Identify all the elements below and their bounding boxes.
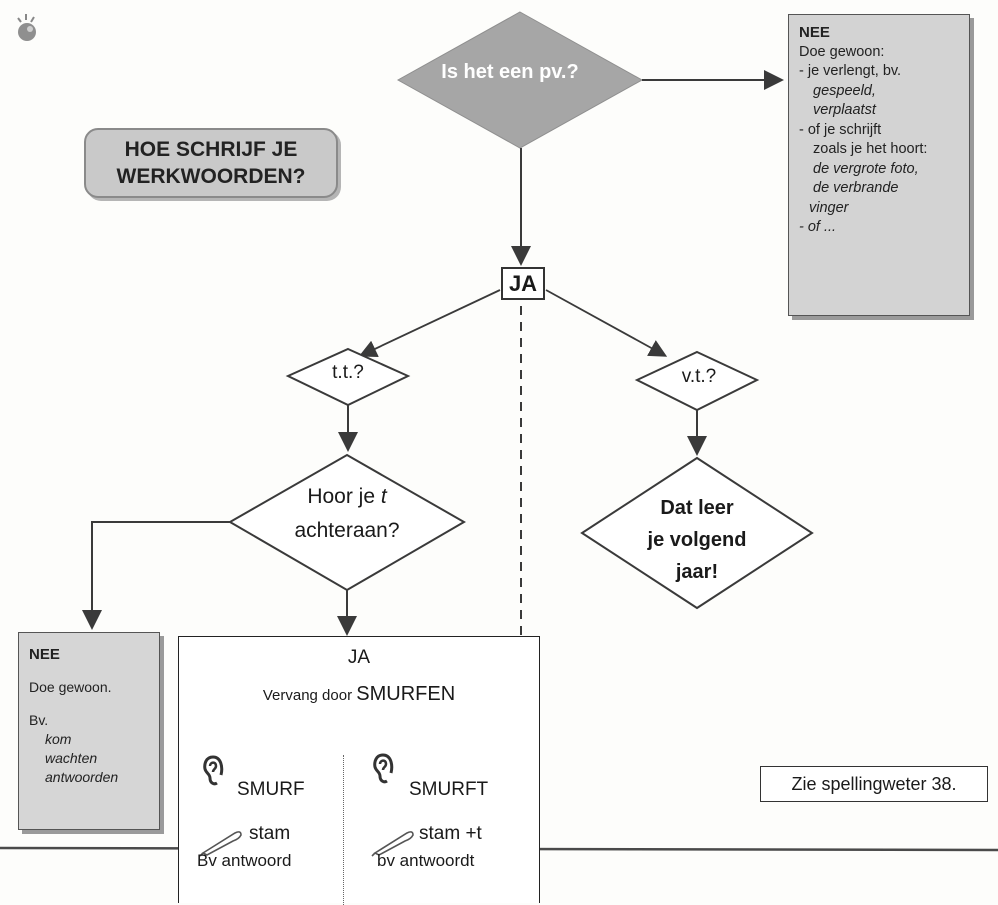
nee-top-line: - of ... bbox=[799, 219, 837, 235]
reference-box: Zie spellingweter 38. bbox=[760, 766, 988, 802]
nee-left-text: Doe gewoon. bbox=[29, 679, 112, 695]
nee-top-line: vinger bbox=[809, 199, 849, 216]
vt-question: v.t.? bbox=[681, 366, 717, 387]
nee-top-line: de vergrote foto, bbox=[813, 160, 919, 177]
nee-left-example: antwoorden bbox=[45, 769, 119, 785]
tt-question: t.t.? bbox=[332, 362, 364, 383]
dat-leer-text: Dat leer je volgend jaar! bbox=[582, 492, 812, 588]
dat-leer-line: Dat leer bbox=[660, 497, 734, 519]
left-example: Bv antwoord bbox=[197, 851, 292, 870]
nee-top-line: - of je schrijft bbox=[799, 121, 882, 138]
pen-icon bbox=[371, 831, 414, 857]
arrow-ja-to-vt bbox=[545, 289, 668, 357]
ear-icon bbox=[373, 753, 394, 784]
nee-left-example: kom bbox=[45, 731, 72, 747]
nee-left-example: wachten bbox=[45, 750, 98, 766]
nee-top-line: de verbrande bbox=[813, 180, 899, 196]
nee-top-line: Doe gewoon: bbox=[799, 43, 885, 60]
right-write-rule: stam +t bbox=[419, 823, 482, 844]
ja-panel-title: JA bbox=[347, 647, 371, 668]
nee-top-line: zoals je het hoort: bbox=[813, 141, 928, 157]
hoor-line2: achteraan? bbox=[294, 519, 400, 542]
right-example: bv antwoordt bbox=[377, 851, 475, 870]
right-hear-word: SMURFT bbox=[409, 779, 489, 800]
arrow-hoor-to-nee bbox=[82, 521, 230, 630]
ja-panel-subtitle: Vervang door SMURFEN bbox=[179, 683, 539, 706]
mascot-icon bbox=[17, 14, 36, 41]
nee-top-heading: NEE bbox=[799, 24, 830, 41]
nee-top-box: NEE Doe gewoon: - je verlengt, bv. gespe… bbox=[788, 14, 970, 316]
hoor-question: Hoor je t achteraan? bbox=[236, 480, 458, 548]
left-write-rule: stam bbox=[249, 823, 291, 844]
nee-top-line: gespeeld, bbox=[813, 82, 876, 99]
ja-panel: JA Vervang door SMURFEN SMURF SMURFT sta… bbox=[178, 636, 540, 905]
nee-top-line: verplaatst bbox=[813, 102, 876, 118]
dat-leer-line: je volgend bbox=[647, 529, 747, 551]
title-box: HOE SCHRIJF JE WERKWOORDEN? bbox=[84, 128, 338, 198]
page-title: HOE SCHRIJF JE WERKWOORDEN? bbox=[116, 138, 306, 188]
reference-text: Zie spellingweter 38. bbox=[791, 773, 957, 794]
nee-left-box: NEE Doe gewoon. Bv. kom wachten antwoord… bbox=[18, 632, 160, 830]
hoor-line1-t: t bbox=[380, 485, 387, 508]
datleer-diamond bbox=[580, 456, 814, 610]
ja-panel-subtitle-prefix: Vervang door bbox=[262, 687, 357, 704]
ja-panel-divider bbox=[343, 755, 344, 905]
pen-icon bbox=[199, 831, 242, 857]
arrow-ja-to-tt bbox=[358, 289, 501, 358]
pv-question-label: Is het een pv.? bbox=[441, 61, 579, 83]
ear-icon bbox=[203, 755, 224, 786]
ja-box: JA bbox=[501, 267, 545, 300]
ja-panel-subtitle-smurfen: SMURFEN bbox=[356, 683, 456, 705]
left-hear-word: SMURF bbox=[237, 779, 305, 800]
hoor-line1: Hoor je bbox=[307, 485, 381, 508]
dat-leer-line: jaar! bbox=[675, 561, 719, 583]
ja-label: JA bbox=[508, 270, 538, 296]
nee-left-bv: Bv. bbox=[29, 712, 49, 728]
nee-left-heading: NEE bbox=[29, 646, 60, 663]
nee-top-line: - je verlengt, bv. bbox=[799, 63, 902, 79]
